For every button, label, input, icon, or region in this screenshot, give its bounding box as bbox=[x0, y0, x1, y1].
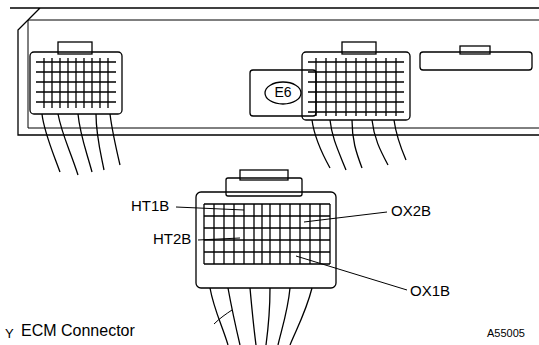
ecm-housing bbox=[10, 8, 539, 135]
ecm-housing-inner bbox=[28, 20, 539, 128]
leader-line bbox=[296, 256, 407, 290]
ellipse-shape bbox=[265, 82, 301, 104]
figure-number: A55005 bbox=[486, 327, 526, 339]
pin-name: HT2B bbox=[152, 231, 192, 248]
leader-lines bbox=[176, 207, 407, 324]
small-connector bbox=[420, 46, 532, 70]
front-connector bbox=[196, 170, 336, 345]
pin-name: OX2B bbox=[390, 203, 432, 220]
connector-id-ellipse: E6 bbox=[264, 81, 302, 105]
part-name: ECM Connector bbox=[20, 322, 136, 340]
leader-line bbox=[214, 310, 232, 324]
pin-name: OX1B bbox=[409, 283, 451, 300]
right-connector bbox=[302, 42, 410, 170]
left-connector bbox=[30, 42, 122, 175]
leader-line bbox=[304, 212, 387, 222]
leader-line bbox=[198, 238, 240, 240]
ecm-housing-top bbox=[40, 7, 539, 8]
pin-name: HT1B bbox=[130, 198, 170, 215]
node-label: E6 bbox=[264, 85, 302, 100]
view-mark: Y bbox=[4, 327, 15, 341]
leader-line bbox=[176, 207, 244, 210]
recess bbox=[250, 70, 316, 116]
